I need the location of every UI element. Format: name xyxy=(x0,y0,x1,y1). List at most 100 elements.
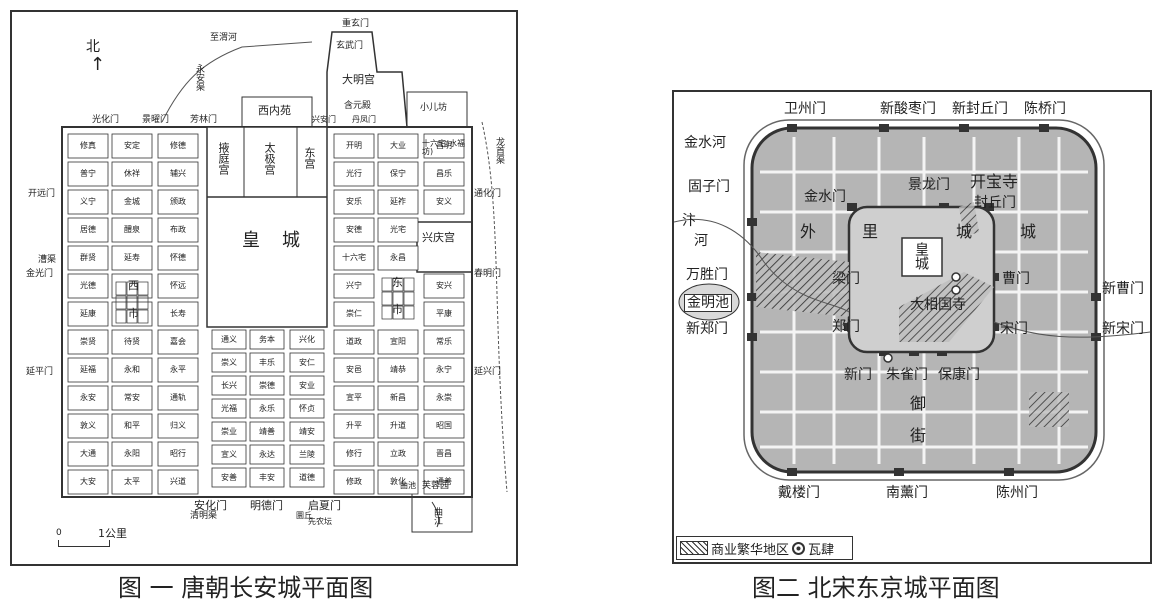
label-qujiang: 曲江 xyxy=(432,507,442,525)
gate-tower-mark xyxy=(747,333,757,341)
ward-label: 丰安 xyxy=(259,472,275,482)
ward-block xyxy=(377,441,419,467)
ward-label: 升道 xyxy=(390,421,406,430)
ward-block xyxy=(289,398,325,419)
inner-gate-cao: 曹门 xyxy=(1002,271,1030,287)
gate-xincao: 新曹门 xyxy=(1102,281,1144,297)
ward-block xyxy=(377,357,419,383)
inner-gate-jinglong: 景龙门 xyxy=(908,177,950,193)
ward-label: 怀德 xyxy=(170,253,186,262)
ward-block xyxy=(333,273,375,299)
ward-block xyxy=(377,329,419,355)
ward-block xyxy=(111,245,153,271)
ward-block xyxy=(67,469,109,495)
ward-label: 靖善 xyxy=(259,426,275,436)
inner-gate-song: 宋门 xyxy=(1000,321,1028,337)
scale-bar xyxy=(58,540,110,547)
market-grid-cell xyxy=(392,305,404,320)
ward-block xyxy=(249,375,285,396)
label-jinming-pool: 金明池 xyxy=(684,294,732,312)
gate-jinguang: 金光门 xyxy=(26,269,54,279)
ward-label: 通义 xyxy=(221,334,237,344)
ward-block xyxy=(211,375,247,396)
ward-label: 永宁 xyxy=(436,365,452,374)
inner-city-label-1: 里 xyxy=(862,222,879,241)
ward-block xyxy=(333,245,375,271)
ward-label: 昌乐 xyxy=(436,169,452,178)
map-legend: 商业繁华地区 瓦肆 xyxy=(676,536,853,560)
ward-label: 昭国 xyxy=(436,421,452,430)
ward-block xyxy=(249,467,285,488)
gate-xinsong: 新宋门 xyxy=(1102,321,1144,337)
ward-label: 嘉会 xyxy=(170,337,186,346)
gate-tower-mark xyxy=(984,203,994,211)
market-grid-cell xyxy=(115,295,127,310)
ward-block xyxy=(211,352,247,373)
market-grid-cell xyxy=(137,295,149,310)
ward-label: 务本 xyxy=(259,334,275,344)
ward-label: 光德 xyxy=(80,281,96,290)
inner-gate-jinshui: 金水门 xyxy=(804,189,846,205)
ward-block xyxy=(333,469,375,495)
ward-block xyxy=(111,357,153,383)
label-he: 河 xyxy=(694,233,708,249)
ward-label: 安邑 xyxy=(346,365,362,374)
ward-label: 大安 xyxy=(80,477,96,486)
outer-city-label-2: 城 xyxy=(1020,222,1037,241)
ward-label: 安善 xyxy=(221,472,237,482)
inner-gate-fengqiu: 封丘门 xyxy=(974,195,1016,211)
ward-block xyxy=(377,469,419,495)
ward-label: 安乐 xyxy=(346,197,362,206)
label-to-weihe: 至渭河 xyxy=(210,33,238,43)
ward-block xyxy=(423,357,465,383)
ward-block xyxy=(249,398,285,419)
gate-guzi: 固子门 xyxy=(688,179,730,195)
ward-block xyxy=(377,245,419,271)
east-palace-label: 东宫 xyxy=(303,147,316,169)
ward-label: 修行 xyxy=(346,449,362,458)
scale-unit: 1公里 xyxy=(98,527,127,540)
ward-label: 昌明 xyxy=(436,141,452,150)
ward-block xyxy=(423,273,465,299)
gate-tower-mark xyxy=(1039,124,1049,132)
gate-tower-mark xyxy=(747,218,757,226)
market-grid-cell xyxy=(126,309,138,324)
ward-block xyxy=(289,444,325,465)
imperial-city-label-1: 皇 xyxy=(242,230,260,251)
xineiyuan-label: 西内苑 xyxy=(258,104,291,117)
legend-commerce: 商业繁华地区 xyxy=(711,542,790,558)
market-grid-cell xyxy=(392,277,404,292)
ward-block xyxy=(289,352,325,373)
gate-tonghua: 通化门 xyxy=(474,189,502,199)
gate-chunming: 春明门 xyxy=(474,269,502,279)
label-jinshui-river: 金水河 xyxy=(684,135,726,151)
ward-label: 大业 xyxy=(390,141,406,150)
ward-block xyxy=(157,441,199,467)
ward-block xyxy=(67,161,109,187)
market-grid-cell xyxy=(115,309,127,324)
market-grid-cell xyxy=(403,305,415,320)
ward-label: 群贤 xyxy=(80,253,96,262)
gate-tower-mark xyxy=(747,293,757,301)
ward-block xyxy=(377,413,419,439)
ward-label: 道德 xyxy=(299,472,315,482)
ward-label: 通轨 xyxy=(170,393,186,402)
ward-label: 丰乐 xyxy=(259,357,275,367)
label-yongan-canal: 永安渠 xyxy=(194,64,204,91)
inner-gate-zhuque: 朱雀门 xyxy=(886,367,928,383)
north-label: 北 xyxy=(86,39,100,55)
gate-tower-mark xyxy=(879,124,889,132)
xiaoerfang-label: 小儿坊 xyxy=(420,103,448,113)
gate-guanghua: 光化门 xyxy=(92,115,120,125)
ward-label: 光福 xyxy=(221,403,237,413)
ward-block xyxy=(423,133,465,159)
ward-label: 怀远 xyxy=(170,281,186,290)
ward-label: 通善 xyxy=(436,477,452,486)
ward-block xyxy=(111,385,153,411)
ward-label: 安兴 xyxy=(436,281,452,290)
ward-label: 崇仁 xyxy=(346,309,362,318)
ward-label: 长兴 xyxy=(221,380,237,390)
ward-block xyxy=(157,301,199,327)
market-grid-cell xyxy=(126,281,138,296)
ward-block xyxy=(377,133,419,159)
